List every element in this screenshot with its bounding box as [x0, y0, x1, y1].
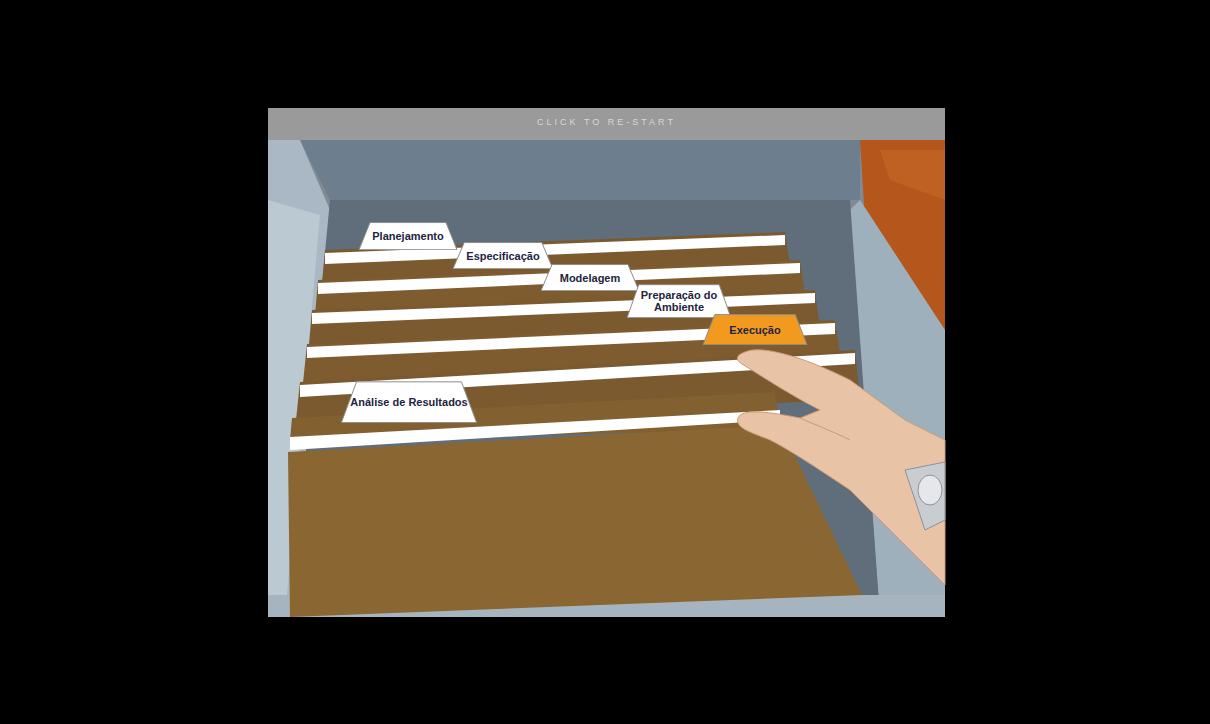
folder-tab: Planejamento — [358, 222, 458, 250]
finger-crease — [800, 418, 850, 440]
watch-face — [918, 475, 942, 505]
tab-label: Preparação do Ambiente — [634, 289, 724, 313]
tab-label: Análise de Resultados — [350, 396, 467, 408]
frame-background — [268, 108, 945, 617]
folder-tab: Execução — [702, 314, 808, 345]
hanging-folders — [288, 232, 862, 617]
hand-skin — [737, 350, 945, 585]
tab-label: Execução — [729, 324, 780, 336]
watch-band — [905, 462, 945, 530]
tab-label: Planejamento — [372, 230, 444, 242]
tab-label: Especificação — [466, 250, 539, 262]
folder-tab: Especificação — [452, 242, 554, 269]
wood-grain — [880, 150, 945, 200]
folder-tab: Análise de Resultados — [340, 381, 478, 423]
tab-label: Modelagem — [560, 272, 621, 284]
drawer-back — [300, 140, 860, 200]
restart-label: CLICK TO RE-START — [268, 117, 945, 127]
top-bar — [268, 108, 945, 140]
folder-tab: Preparação do Ambiente — [626, 284, 732, 318]
folder-tab: Modelagem — [540, 264, 640, 291]
